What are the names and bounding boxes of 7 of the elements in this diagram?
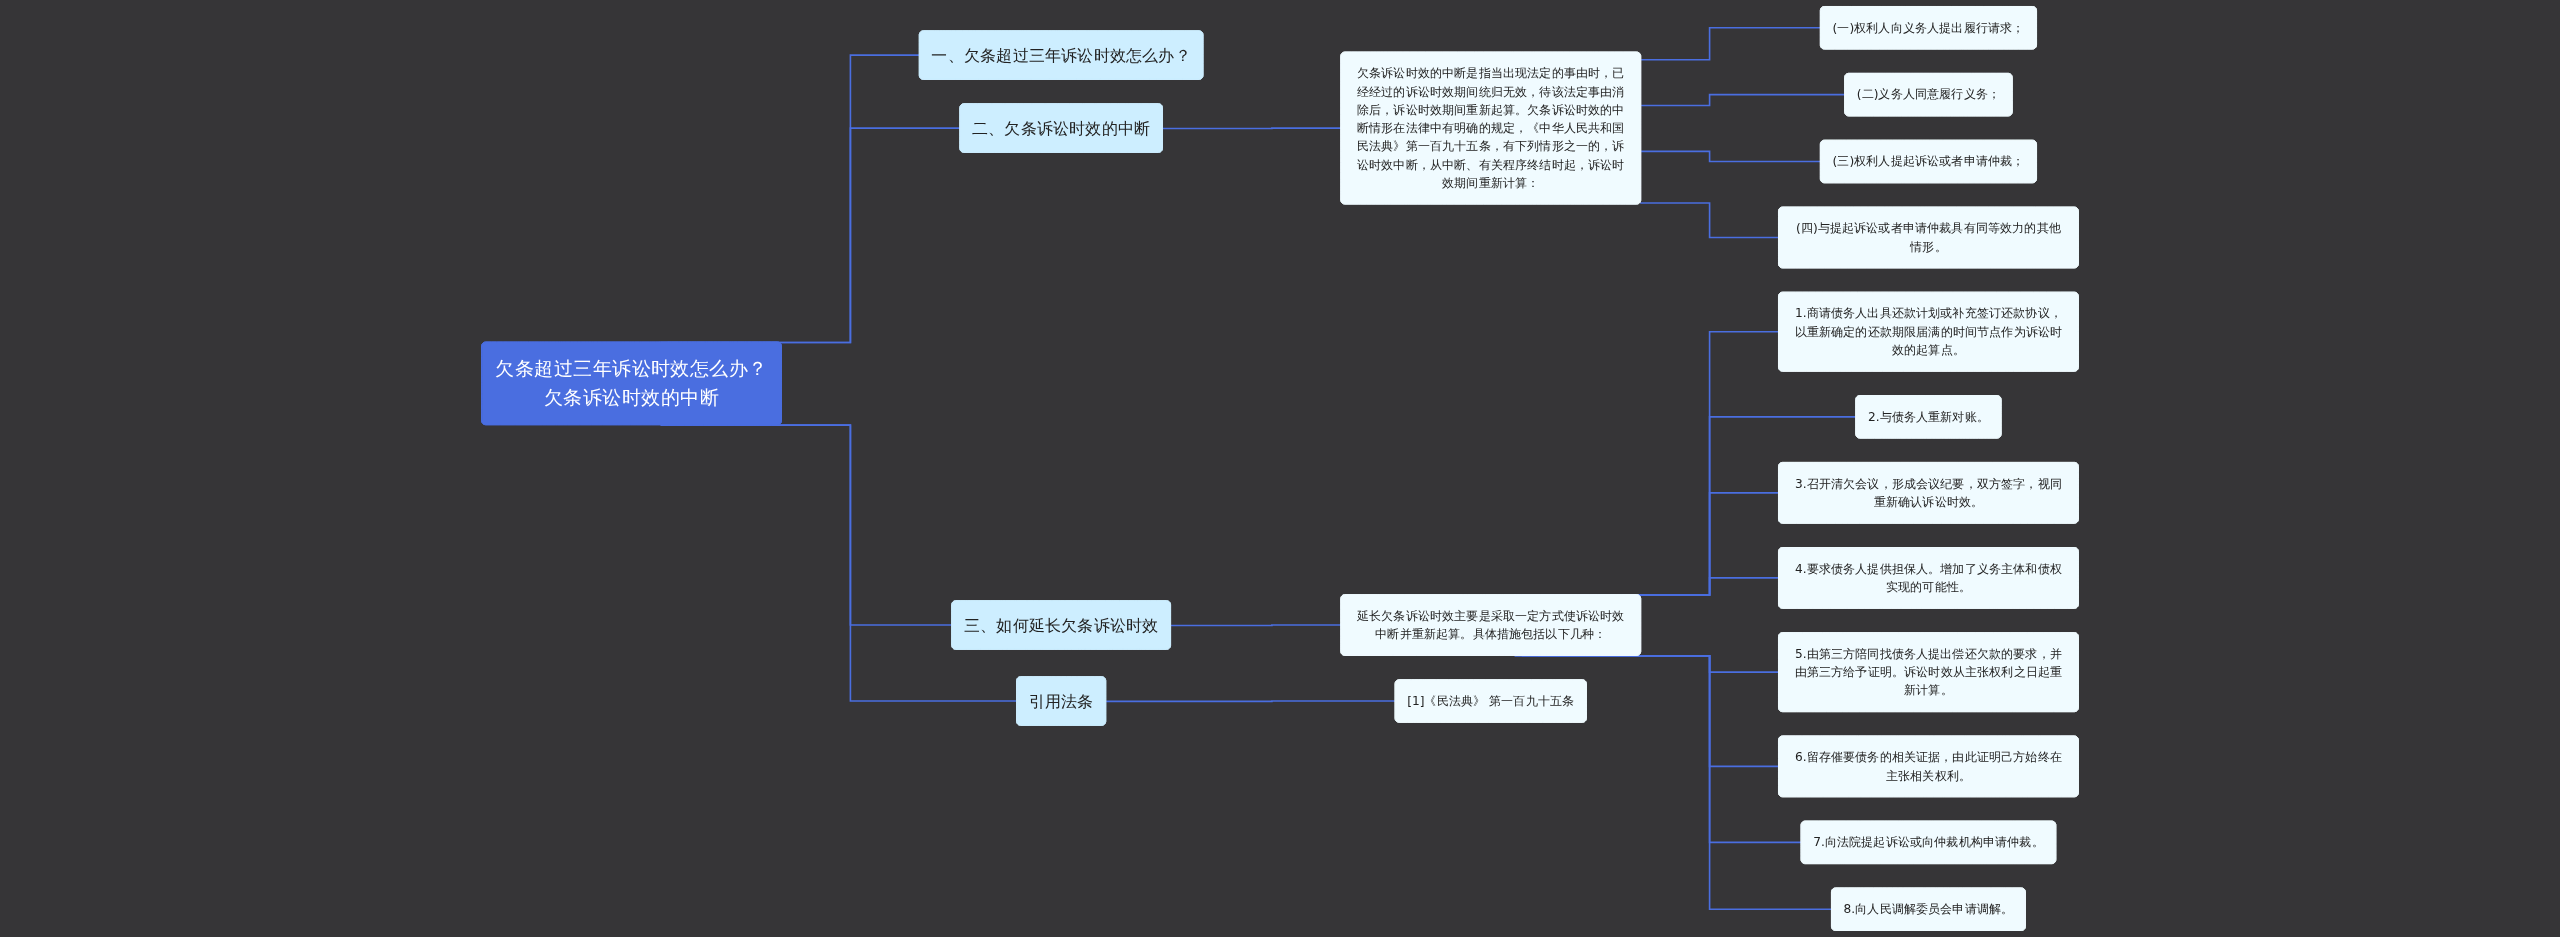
connector	[1170, 624, 1342, 627]
connector	[1639, 202, 1780, 239]
connector	[1640, 150, 1822, 163]
connector	[1640, 93, 1846, 107]
connector	[1640, 26, 1822, 61]
connector	[1105, 700, 1397, 703]
connector	[1162, 127, 1342, 130]
